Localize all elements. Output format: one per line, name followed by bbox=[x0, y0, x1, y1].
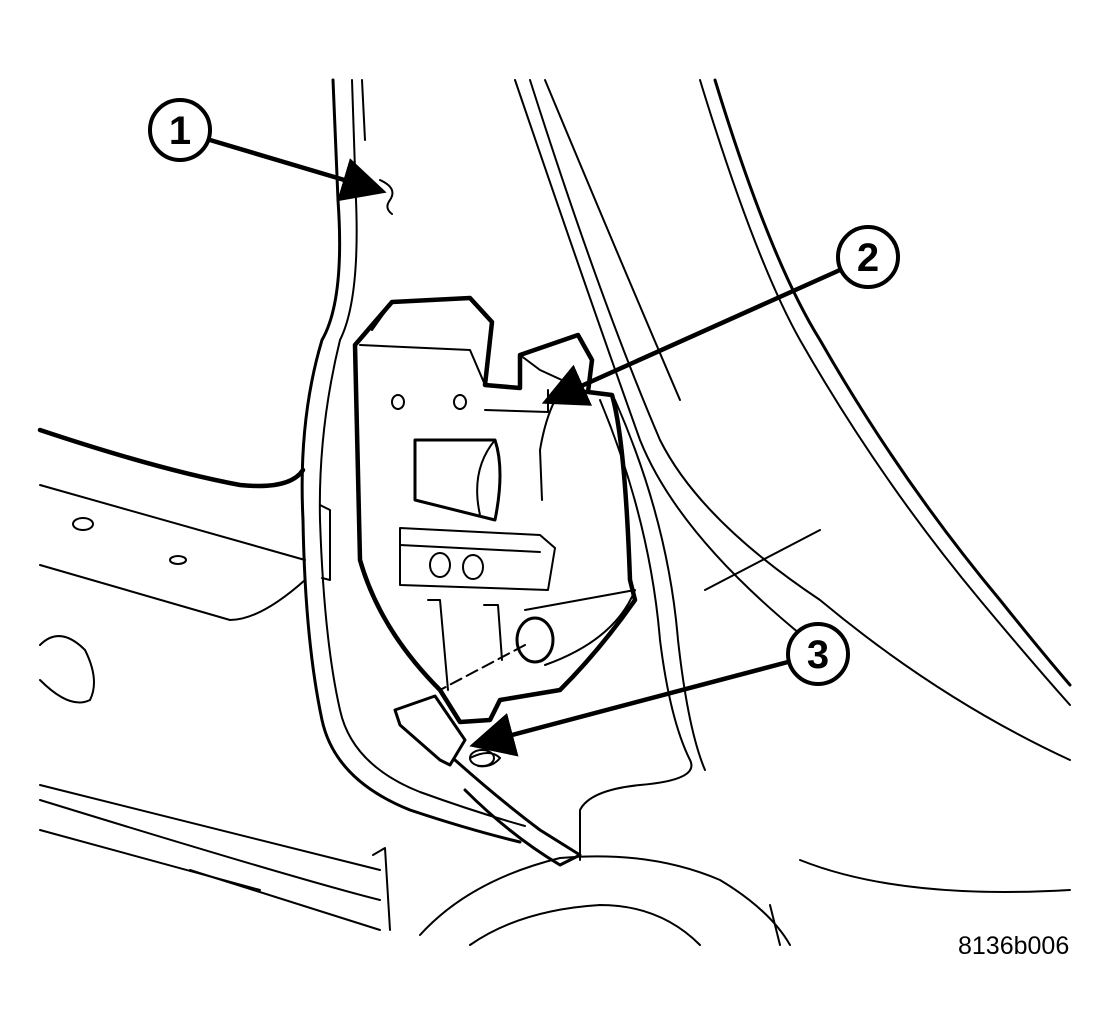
leader-hook-mark bbox=[379, 179, 394, 215]
callout-1-label: 1 bbox=[169, 109, 191, 153]
callout-1: 1 bbox=[148, 98, 394, 215]
body-panel-lines bbox=[37, 78, 1072, 946]
callout-3: 3 bbox=[469, 622, 850, 757]
callout-2-label: 2 bbox=[857, 236, 879, 280]
latch-bracket bbox=[352, 295, 638, 725]
figure-id: 8136b006 bbox=[958, 932, 1070, 960]
callout-2: 2 bbox=[541, 225, 900, 406]
callout-3-label: 3 bbox=[807, 633, 829, 677]
